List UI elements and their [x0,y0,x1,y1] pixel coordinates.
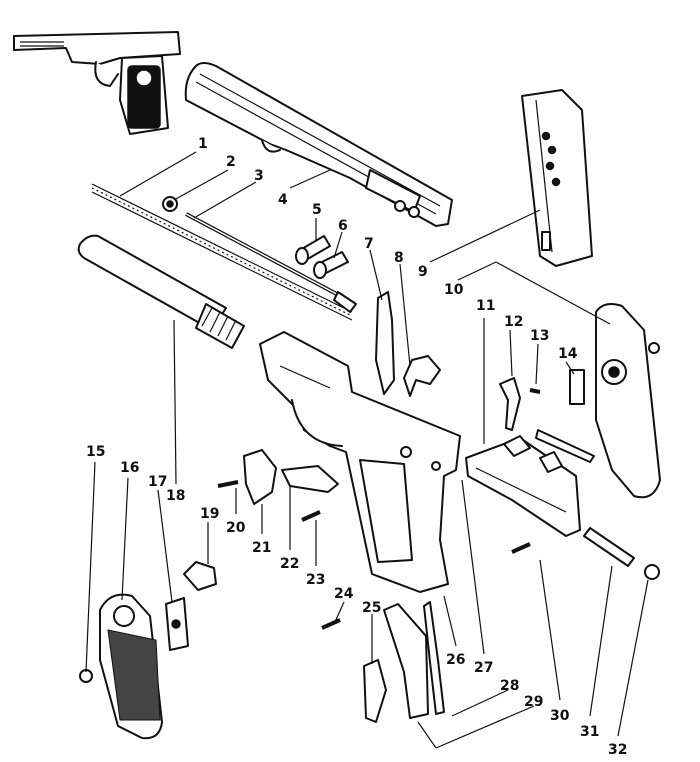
part-pins-right [511,527,660,580]
callout-16: 16 [120,460,139,476]
callout-6: 6 [338,218,348,234]
part-grip-left [99,593,163,740]
callout-7: 7 [364,236,374,252]
callout-12: 12 [504,314,523,330]
callout-27: 27 [474,660,493,676]
part-small-right [499,369,595,463]
callout-8: 8 [394,250,404,266]
callout-24: 24 [334,586,354,602]
callout-30: 30 [550,708,570,724]
callout-28: 28 [500,678,519,694]
callout-32: 32 [608,742,627,758]
callout-14: 14 [558,346,578,362]
part-springs-bottom [363,601,445,723]
callout-21: 21 [252,540,271,556]
callout-23: 23 [306,572,325,588]
callout-9: 9 [418,264,428,280]
part-small-center [183,449,341,630]
leader-lines [85,151,649,749]
callout-11: 11 [476,298,495,314]
part-sear [375,291,441,397]
callout-31: 31 [580,724,599,740]
callout-2: 2 [226,154,236,170]
callout-17: 17 [148,474,167,490]
callout-19: 19 [200,506,219,522]
part-magazine [521,89,593,267]
callout-25: 25 [362,600,381,616]
part-firing-pin-rod [185,212,357,313]
part-bushing [162,196,178,212]
callout-numbers: 1 2 3 4 5 6 7 8 9 10 11 12 13 14 15 16 1… [86,136,627,758]
callout-15: 15 [86,444,105,460]
part-housing [465,435,581,537]
callout-5: 5 [312,202,322,218]
callout-18: 18 [166,488,185,504]
callout-13: 13 [530,328,549,344]
part-recoil-spring [91,183,353,321]
callout-29: 29 [524,694,543,710]
callout-22: 22 [280,556,299,572]
part-frame [259,331,461,593]
part-plate [165,597,189,651]
callout-26: 26 [446,652,465,668]
callout-10: 10 [444,282,464,298]
part-barrel [77,234,245,349]
pistol-thumbnail [13,31,181,135]
callout-1: 1 [198,136,208,152]
callout-3: 3 [254,168,264,184]
callout-4: 4 [278,192,288,208]
part-slide [184,62,453,227]
part-screws [295,235,349,279]
part-grip-right [595,303,661,499]
callout-20: 20 [226,520,246,536]
